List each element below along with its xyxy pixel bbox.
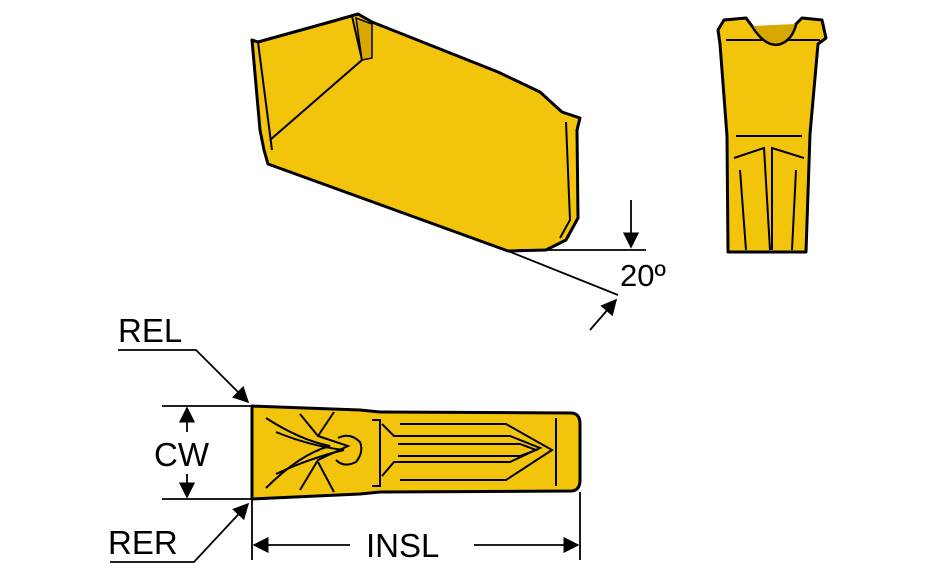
cw-label: CW [154,436,210,473]
rer-label: RER [108,524,178,561]
insert-end-view [716,16,828,254]
cw-dimension: CW [154,405,252,500]
rel-dimension: REL [118,312,250,404]
rer-dimension: RER [108,502,250,563]
insl-label: INSL [366,527,439,564]
insert-top-view [250,404,582,501]
angle-dimension: 20º [507,200,666,331]
insert-isometric-view [250,12,582,253]
rel-label: REL [118,312,182,349]
insl-dimension: INSL [251,492,581,564]
angle-label: 20º [620,258,666,293]
